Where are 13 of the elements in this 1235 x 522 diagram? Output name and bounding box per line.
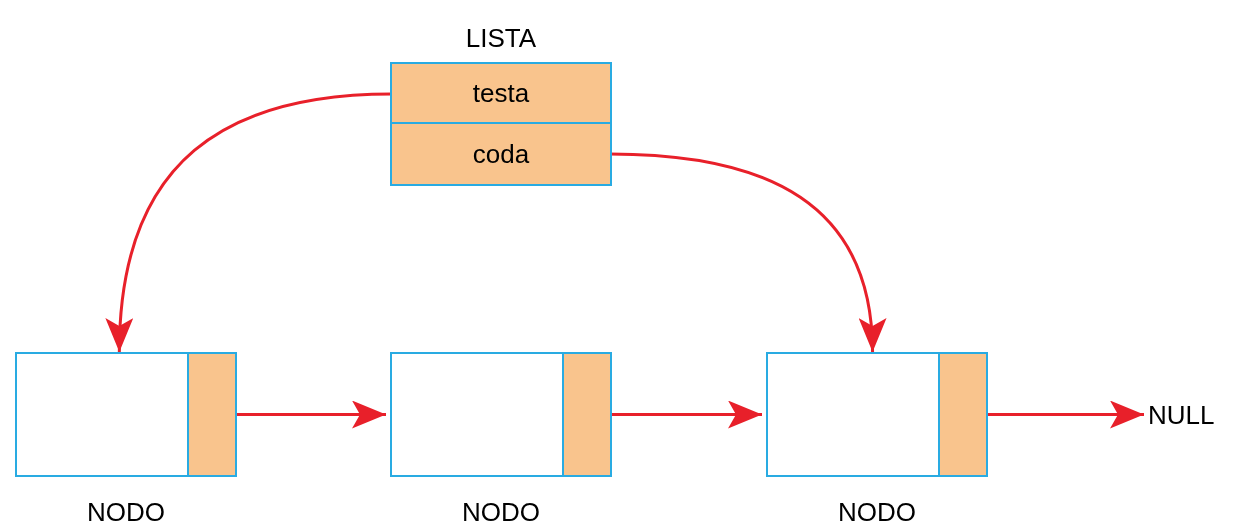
pointer-cell: [187, 354, 235, 475]
pointer-cell: [938, 354, 986, 475]
pointer-cell: [562, 354, 610, 475]
pointer-arrow: [237, 400, 386, 429]
null-label: NULL: [1148, 395, 1215, 435]
node-title: NODO: [838, 499, 916, 522]
node-title: NODO: [87, 499, 165, 522]
field-cell: coda: [392, 124, 610, 184]
pointer-arrow: [988, 400, 1144, 429]
pointer-arrow: [612, 400, 762, 429]
node-title: NODO: [462, 499, 540, 522]
field-cell: testa: [392, 64, 610, 124]
node-title: LISTA: [465, 25, 537, 51]
